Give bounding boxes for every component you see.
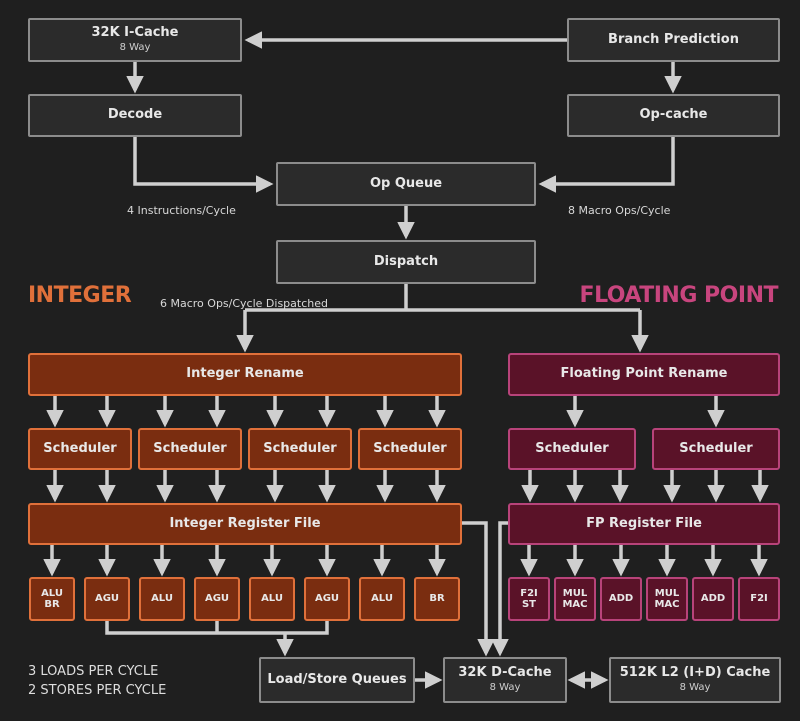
connection-arrow xyxy=(462,521,495,657)
opcache-rate-label: 8 Macro Ops/Cycle xyxy=(568,204,671,217)
branch-prediction-label: Branch Prediction xyxy=(608,31,739,47)
fp-exec-unit-line: ST xyxy=(521,599,537,610)
op-queue-label: Op Queue xyxy=(369,175,443,191)
integer-exec-unit: AGU xyxy=(84,577,130,621)
integer-exec-unit-line: BR xyxy=(429,593,445,605)
fp-exec-unit-line: ADD xyxy=(608,593,634,605)
fp-exec-unit: ADD xyxy=(692,577,734,621)
integer-scheduler: Scheduler xyxy=(248,428,352,470)
integer-exec-unit-line: ALU xyxy=(371,593,393,605)
load-store-queues-label: Load/Store Queues xyxy=(267,671,407,687)
connection-arrow xyxy=(491,521,509,657)
decode-rate-label: 4 Instructions/Cycle xyxy=(127,204,236,217)
decode-box: Decode xyxy=(28,94,242,137)
dispatch-rate-label: 6 Macro Ops/Cycle Dispatched xyxy=(160,297,328,310)
op-cache-box: Op-cache xyxy=(567,94,780,137)
fp-exec-unit-line: ADD xyxy=(700,593,726,605)
dispatch-label: Dispatch xyxy=(373,253,439,269)
integer-scheduler: Scheduler xyxy=(28,428,132,470)
integer-register-file-label: Integer Register File xyxy=(169,515,321,531)
fp-register-file-box: FP Register File xyxy=(508,503,780,545)
integer-exec-unit: AGU xyxy=(304,577,350,621)
fp-scheduler-label: Scheduler xyxy=(535,440,609,456)
op-cache-label: Op-cache xyxy=(639,107,708,123)
icache-ways: 8 Way xyxy=(119,42,151,54)
fp-scheduler: Scheduler xyxy=(652,428,780,470)
op-queue-box: Op Queue xyxy=(276,162,536,206)
load-store-queues-box: Load/Store Queues xyxy=(259,657,415,703)
integer-exec-unit-line: AGU xyxy=(314,593,340,605)
fp-exec-unit: F2I xyxy=(738,577,780,621)
integer-scheduler-label: Scheduler xyxy=(43,440,117,456)
fp-exec-unit-line: F2I xyxy=(520,587,538,599)
fp-exec-unit-line: MUL xyxy=(562,587,588,599)
dispatch-box: Dispatch xyxy=(276,240,536,284)
integer-exec-unit: ALU xyxy=(359,577,405,621)
integer-exec-unit: BR xyxy=(414,577,460,621)
fp-exec-unit-line: MAC xyxy=(654,599,680,610)
decode-label: Decode xyxy=(107,107,163,123)
load-store-throughput-note: 3 LOADS PER CYCLE 2 STORES PER CYCLE xyxy=(28,662,166,700)
integer-exec-unit-line: ALU xyxy=(41,587,63,599)
integer-exec-unit-line: ALU xyxy=(261,593,283,605)
integer-exec-unit: ALU xyxy=(249,577,295,621)
stores-per-cycle: 2 STORES PER CYCLE xyxy=(28,683,167,698)
l2-cache-ways: 8 Way xyxy=(679,682,711,694)
loads-per-cycle: 3 LOADS PER CYCLE xyxy=(28,664,159,679)
l2-cache-title: 512K L2 (I+D) Cache xyxy=(619,665,771,681)
fp-exec-unit-line: F2I xyxy=(750,593,768,605)
icache-title: 32K I-Cache xyxy=(91,25,179,41)
integer-exec-unit: AGU xyxy=(194,577,240,621)
integer-scheduler: Scheduler xyxy=(138,428,242,470)
integer-exec-unit: ALU xyxy=(139,577,185,621)
integer-rename-box: Integer Rename xyxy=(28,353,462,396)
fp-register-file-label: FP Register File xyxy=(586,515,702,531)
integer-exec-unit-line: BR xyxy=(44,599,60,610)
integer-heading: INTEGER xyxy=(28,283,132,308)
connection-arrow xyxy=(133,137,274,193)
dcache-box: 32K D-Cache 8 Way xyxy=(443,657,567,703)
icache-box: 32K I-Cache 8 Way xyxy=(28,18,242,62)
integer-scheduler-label: Scheduler xyxy=(153,440,227,456)
integer-scheduler-label: Scheduler xyxy=(373,440,447,456)
fp-scheduler: Scheduler xyxy=(508,428,636,470)
integer-exec-unit-line: ALU xyxy=(151,593,173,605)
fp-rename-label: Floating Point Rename xyxy=(560,366,728,382)
integer-scheduler: Scheduler xyxy=(358,428,462,470)
branch-prediction-box: Branch Prediction xyxy=(567,18,780,62)
fp-rename-box: Floating Point Rename xyxy=(508,353,780,396)
integer-scheduler-label: Scheduler xyxy=(263,440,337,456)
integer-exec-unit-line: AGU xyxy=(204,593,230,605)
fp-exec-unit-line: MAC xyxy=(562,599,588,610)
dcache-ways: 8 Way xyxy=(489,682,521,694)
fp-scheduler-label: Scheduler xyxy=(679,440,753,456)
integer-exec-unit-line: AGU xyxy=(94,593,120,605)
fp-exec-unit: ADD xyxy=(600,577,642,621)
fp-exec-unit-line: MUL xyxy=(654,587,680,599)
connection-arrow xyxy=(538,137,675,193)
integer-rename-label: Integer Rename xyxy=(186,366,304,382)
l2-cache-box: 512K L2 (I+D) Cache 8 Way xyxy=(609,657,781,703)
integer-register-file-box: Integer Register File xyxy=(28,503,462,545)
dcache-title: 32K D-Cache xyxy=(458,665,552,681)
floating-point-heading: FLOATING POINT xyxy=(579,283,779,308)
